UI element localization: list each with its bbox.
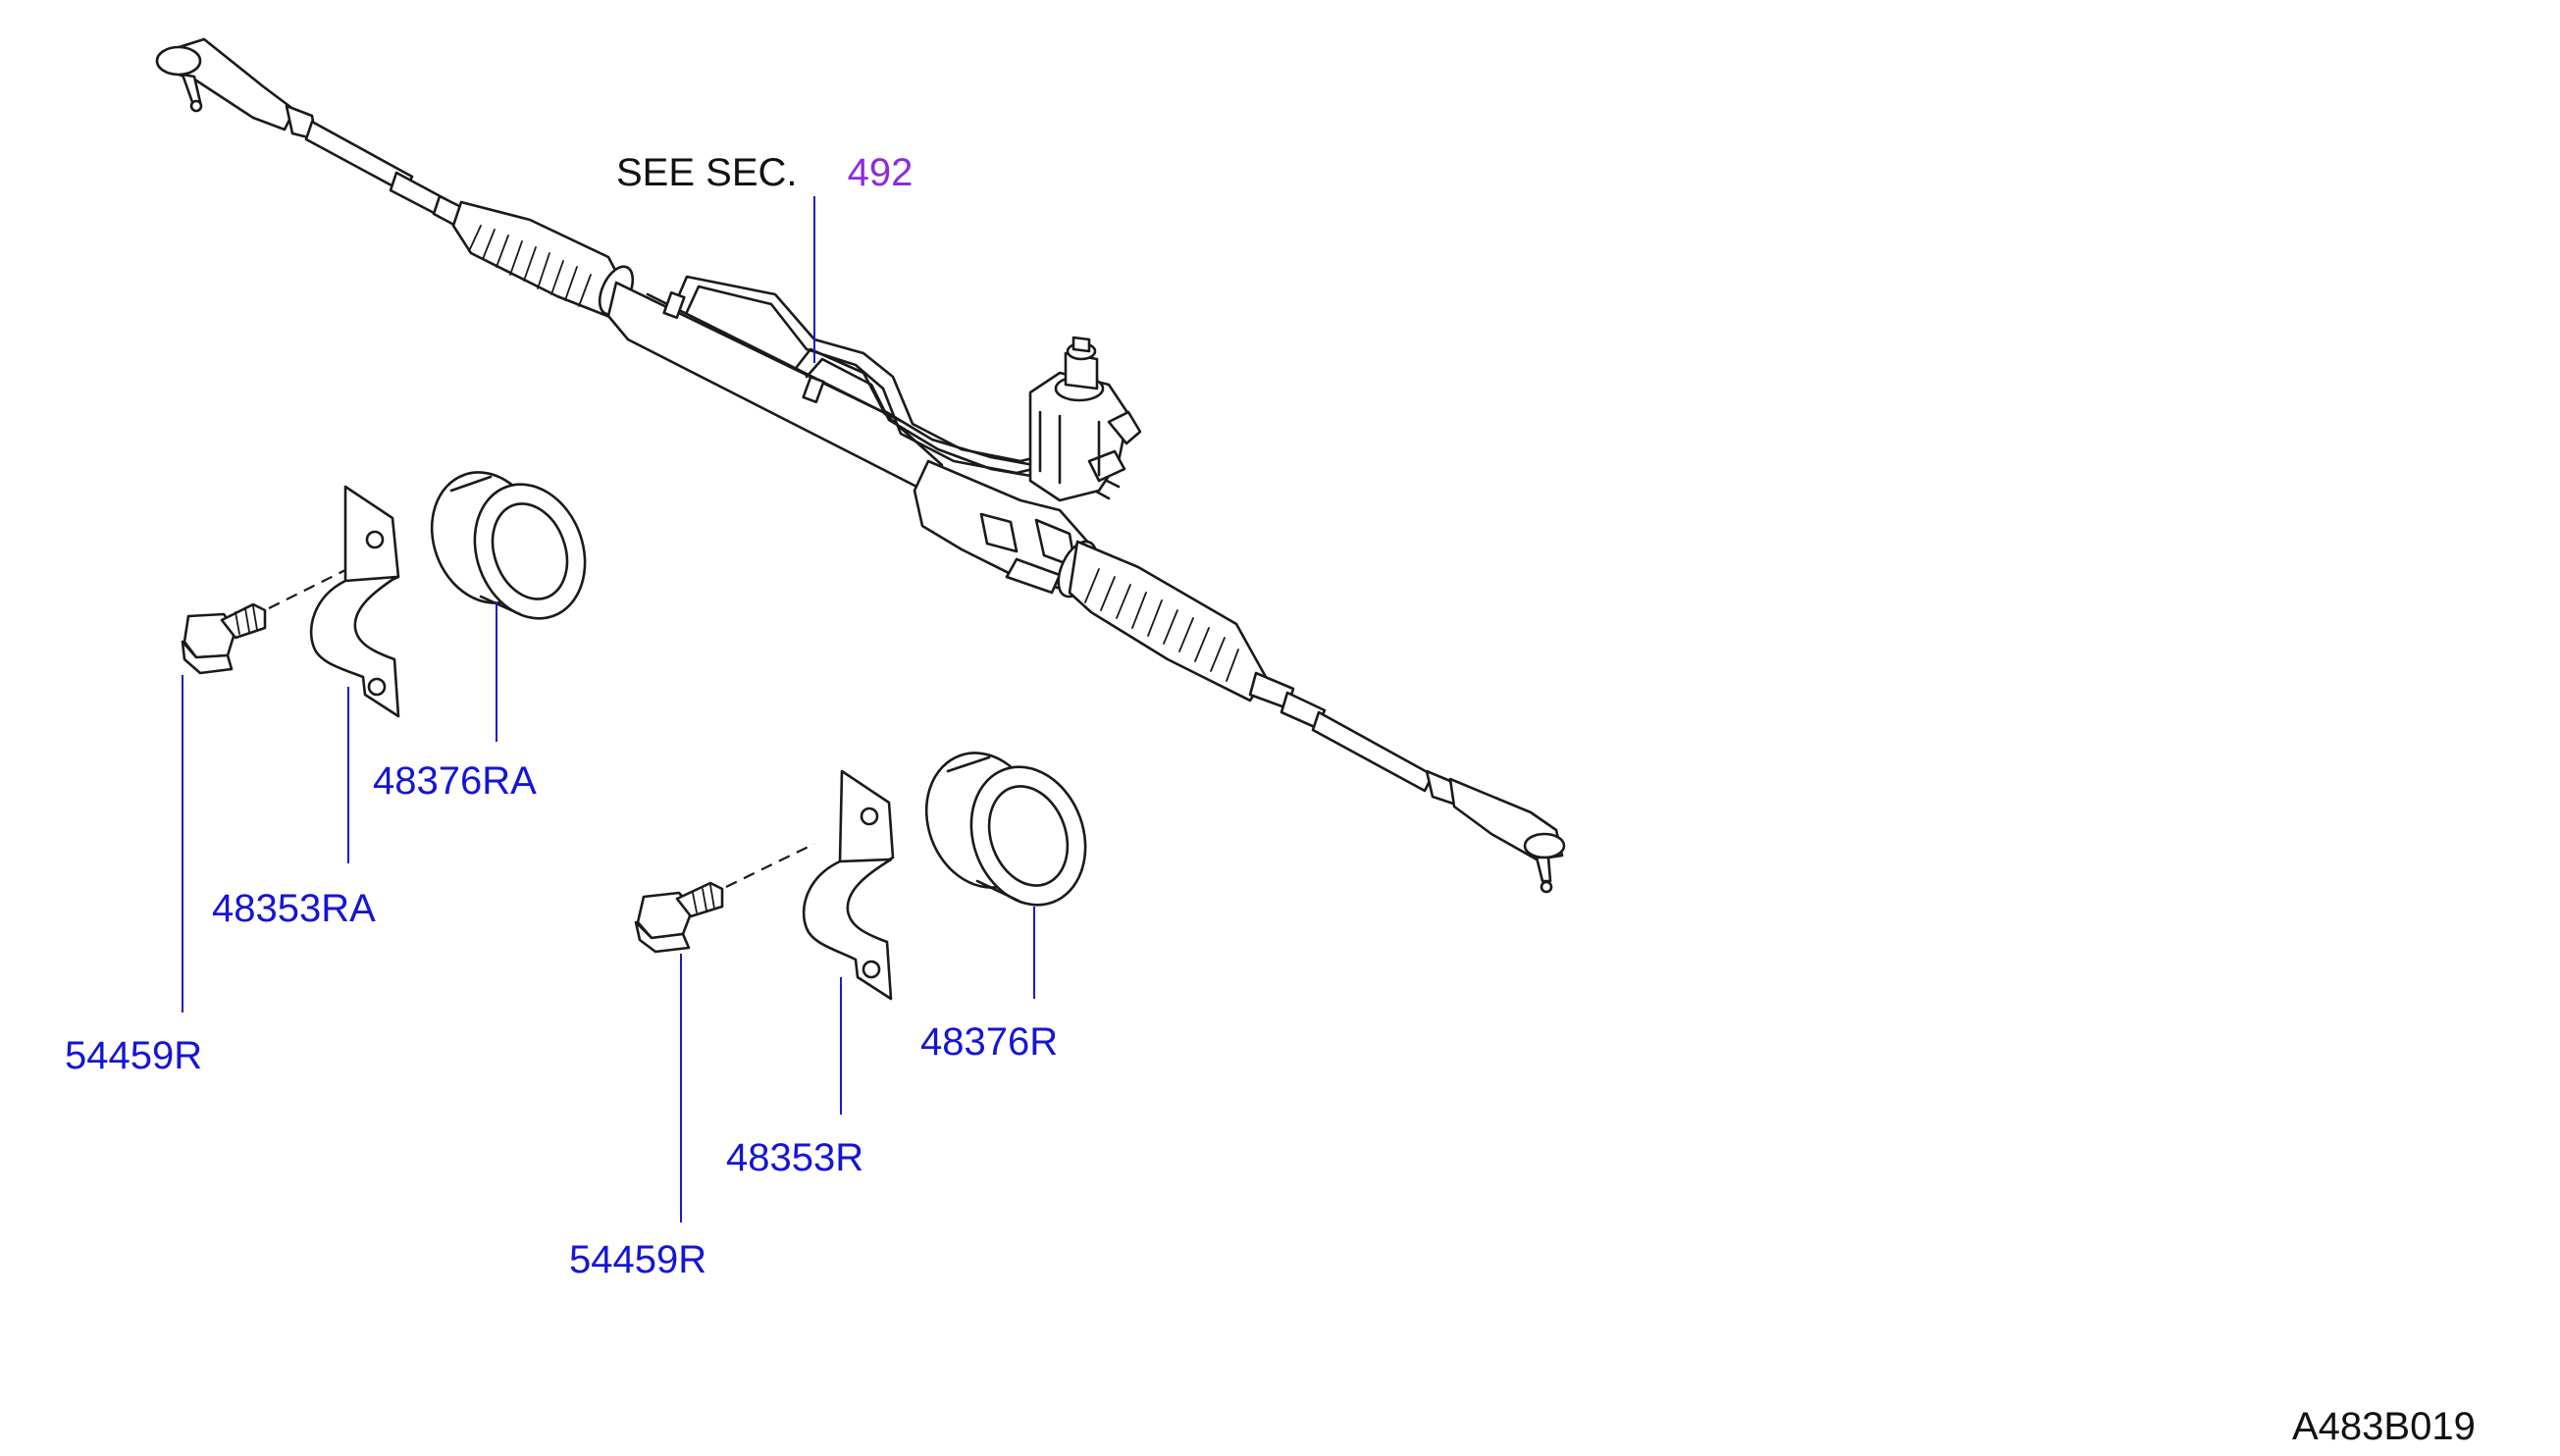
bolt-lower-drawing — [634, 843, 815, 954]
see-section-ref-link[interactable]: 492 — [847, 151, 914, 194]
figure-id: A483B019 — [2292, 1405, 2476, 1448]
lower-mount-set — [634, 752, 1087, 1001]
clamp-lower-drawing — [802, 769, 895, 1001]
bushing-lower-drawing — [924, 752, 1087, 907]
bushing-upper-drawing — [430, 471, 587, 620]
leader-lines — [182, 196, 1035, 1222]
rack-housing — [606, 281, 944, 494]
clamp-upper-drawing — [309, 485, 400, 718]
upper-mount-set — [181, 471, 587, 718]
part-label-clamp-lower[interactable]: 48353R — [726, 1136, 864, 1179]
boot-right — [1057, 540, 1268, 702]
part-label-bushing-upper[interactable]: 48376RA — [373, 759, 537, 803]
gear-housing — [913, 336, 1142, 595]
tie-rod-end-left — [155, 37, 473, 232]
tie-rod-end-right — [1248, 671, 1566, 894]
part-label-bushing-lower[interactable]: 48376R — [920, 1020, 1059, 1064]
part-label-bolt-upper[interactable]: 54459R — [65, 1034, 203, 1077]
see-section-note: SEE SEC. 492 — [616, 153, 913, 192]
part-label-bolt-lower[interactable]: 54459R — [569, 1238, 707, 1281]
see-section-prefix: SEE SEC. — [616, 151, 798, 194]
steering-rack-assembly — [155, 37, 1566, 894]
part-label-clamp-upper[interactable]: 48353RA — [212, 887, 376, 930]
bolt-upper-drawing — [181, 564, 356, 675]
